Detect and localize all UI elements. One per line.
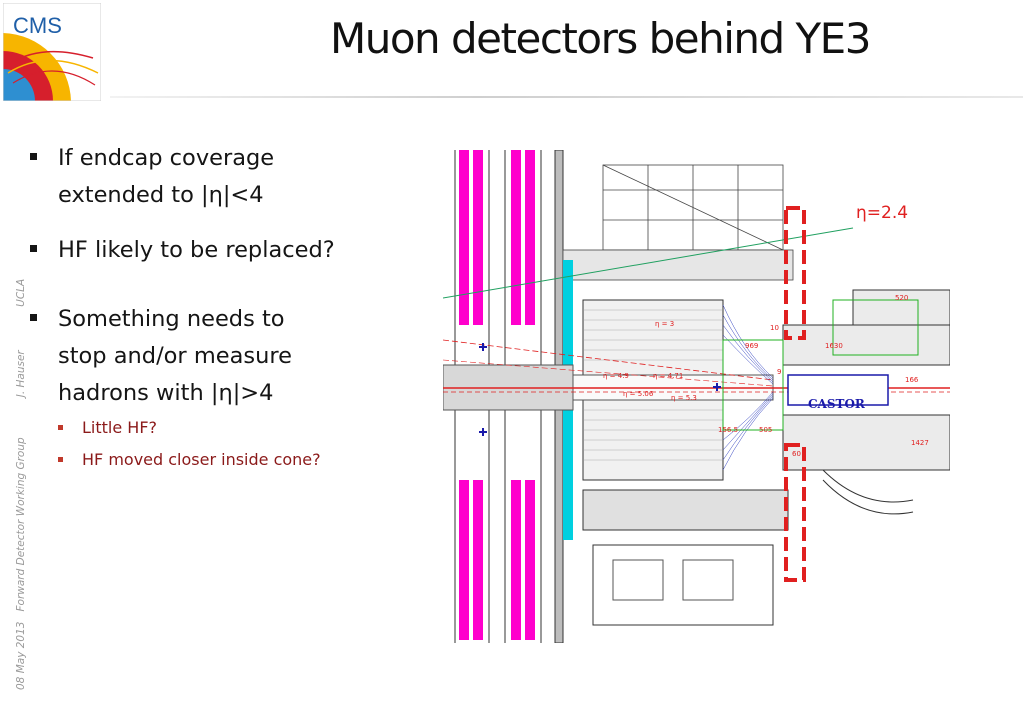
beam-region [443,339,950,411]
dim-1427: 1427 [911,439,929,447]
title-divider [110,96,1023,98]
footer-date: 08 May 2013 [15,621,27,690]
cms-logo-text: CMS [13,13,62,38]
sidebar-footer: 08 May 2013 Forward Detector Working Gro… [15,260,27,690]
footer-affiliation: UCLA [15,278,27,307]
bullet-list: If endcap coverage extended to |η|<4 HF … [28,140,428,476]
eta-4-71-label: η = 4.71 [653,372,683,380]
bullet-item: HF likely to be replaced? [28,232,428,269]
eta-4-9-label: η = 4.9 [603,372,629,380]
eta-2-4-label: η=2.4 [856,203,908,223]
footer-author: J. Hauser [15,350,27,398]
castor-label: CASTOR [808,397,866,411]
hf-body [582,299,789,626]
dim-505: 505 [759,426,772,434]
blue-markers [479,343,721,436]
eta-5-3-label: η = 5.3 [671,394,697,402]
footer-group: Forward Detector Working Group [15,437,27,612]
bullet-item: If endcap coverage extended to |η|<4 [28,140,428,214]
dim-969: 969 [745,342,758,350]
red-dashed-box-upper [784,206,806,340]
cms-logo: CMS [3,3,101,101]
detector-diagram: CASTOR η = 3 η = 4.9 η = 4.71 η = 5.06 η… [443,150,950,643]
dim-520: 520 [895,294,908,302]
upper-frame [562,164,794,281]
slide-title: Muon detectors behind YE3 [330,14,871,63]
sub-bullet-item: Little HF? [28,412,428,444]
bullet-item: Something needs to stop and/or measure h… [28,301,428,412]
red-dashed-box-lower [784,443,806,582]
sub-bullet-item: HF moved closer inside cone? [28,444,428,476]
eta-5-06-label: η = 5.06 [623,390,654,398]
dim-9: 9 [777,368,781,376]
eta-3-label: η = 3 [655,320,674,328]
dim-1630: 1630 [825,342,843,350]
dim-60: 60 [792,450,801,458]
dim-10: 10 [770,324,779,332]
dim-166: 166 [905,376,919,384]
dim-156: 156.5 [718,426,738,434]
shielding-blocks: CASTOR [722,289,950,515]
